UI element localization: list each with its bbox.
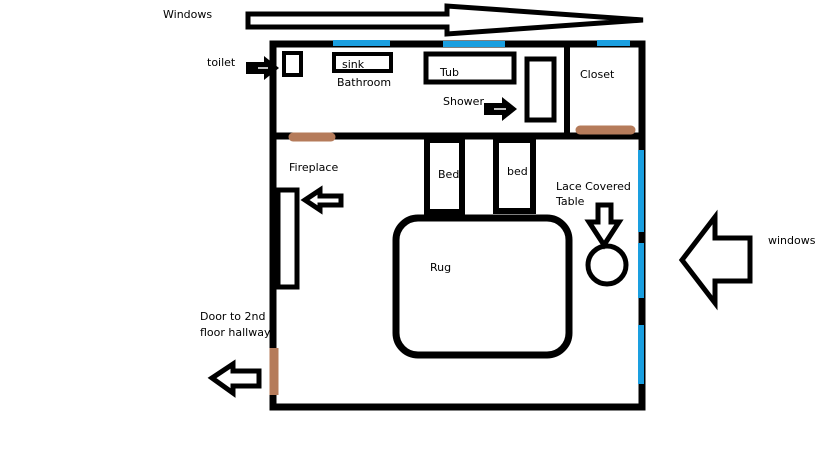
sink-label: sink bbox=[342, 58, 365, 71]
bed-right-icon bbox=[493, 137, 536, 214]
fireplace-icon bbox=[275, 187, 300, 290]
tub-icon bbox=[423, 51, 517, 85]
windows-top-label: Windows bbox=[163, 8, 212, 21]
toilet-arrow-icon bbox=[246, 56, 279, 80]
door-label-line2: floor hallway bbox=[200, 326, 271, 339]
lace-table-icon bbox=[585, 243, 629, 287]
windows-right-arrow-icon bbox=[678, 209, 753, 311]
top-windows bbox=[333, 40, 630, 47]
bathroom-label: Bathroom bbox=[337, 76, 391, 89]
lace-table-label-line2: Table bbox=[555, 195, 585, 208]
door-label-line1: Door to 2nd bbox=[200, 310, 265, 323]
fireplace-label: Fireplace bbox=[289, 161, 338, 174]
bed-left-icon bbox=[424, 137, 465, 215]
windows-top-arrow-icon bbox=[245, 3, 644, 37]
bed-right-label: bed bbox=[507, 165, 528, 178]
hallway-arrow-icon bbox=[207, 359, 262, 398]
toilet-icon bbox=[282, 51, 303, 77]
closet-label: Closet bbox=[580, 68, 615, 81]
doors bbox=[269, 125, 636, 395]
shower-arrow-icon bbox=[484, 97, 517, 121]
shower-label: Shower bbox=[443, 95, 484, 108]
windows-right-label: windows bbox=[768, 234, 816, 247]
fireplace-arrow-icon bbox=[300, 185, 344, 215]
sink-icon bbox=[332, 52, 393, 73]
table-arrow-icon bbox=[584, 202, 624, 250]
rug-icon bbox=[392, 214, 573, 359]
lace-table-label-line1: Lace Covered bbox=[556, 180, 631, 193]
bed-left-label: Bed bbox=[438, 168, 459, 181]
rug-label: Rug bbox=[430, 261, 451, 274]
shower-icon bbox=[524, 56, 557, 123]
tub-label: Tub bbox=[439, 66, 459, 79]
toilet-label: toilet bbox=[207, 56, 236, 69]
